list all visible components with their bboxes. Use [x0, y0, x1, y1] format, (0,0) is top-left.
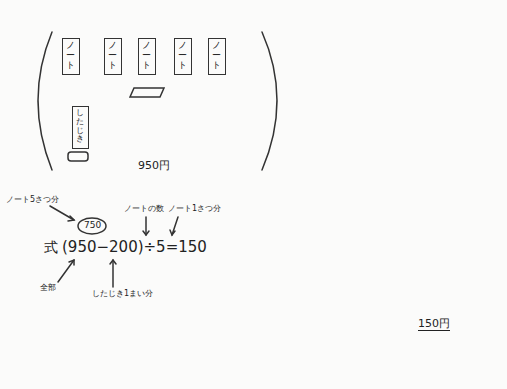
answer: 150円: [418, 318, 450, 331]
note-label: 全部: [40, 284, 56, 293]
note-label: 式: [44, 240, 58, 255]
arrow-head: [170, 230, 175, 235]
arrow-head: [110, 260, 116, 264]
arrow-head: [69, 260, 74, 265]
notebook-box: ノート: [104, 38, 122, 75]
note-label: 750: [84, 221, 101, 231]
arrow-head: [68, 216, 74, 221]
note-label: ノート1さつ分: [168, 205, 221, 214]
item-label: ノート: [108, 41, 117, 71]
leader-line: [112, 260, 114, 287]
eraser-drawing: [130, 88, 164, 97]
note-label: ノートの数: [124, 205, 164, 214]
leader-line: [58, 260, 74, 282]
formula: (950−200)÷5=150: [62, 239, 207, 256]
leader-line: [50, 206, 74, 220]
note-label: 950円: [138, 160, 170, 172]
leader-line: [145, 217, 147, 235]
left-bracket: [38, 32, 52, 170]
item-label: ノート: [178, 41, 187, 71]
notebook-box: ノート: [62, 38, 80, 75]
pencil-board-box: したじき: [72, 106, 89, 149]
arrow-head: [143, 231, 149, 235]
note-label: したじき1まい分: [92, 290, 153, 299]
item-label: ノート: [212, 41, 221, 71]
circle-mark: [78, 218, 106, 234]
price-tag-drawing: [68, 152, 88, 161]
notebook-box: ノート: [138, 38, 156, 75]
right-bracket: [262, 32, 277, 170]
note-label: ノート5さつ分: [6, 196, 59, 205]
item-label: ノート: [66, 41, 75, 71]
item-label: したじき: [76, 109, 84, 144]
leader-line: [172, 217, 178, 235]
item-label: ノート: [142, 41, 151, 71]
notebook-box: ノート: [174, 38, 192, 75]
notebook-box: ノート: [208, 38, 226, 75]
